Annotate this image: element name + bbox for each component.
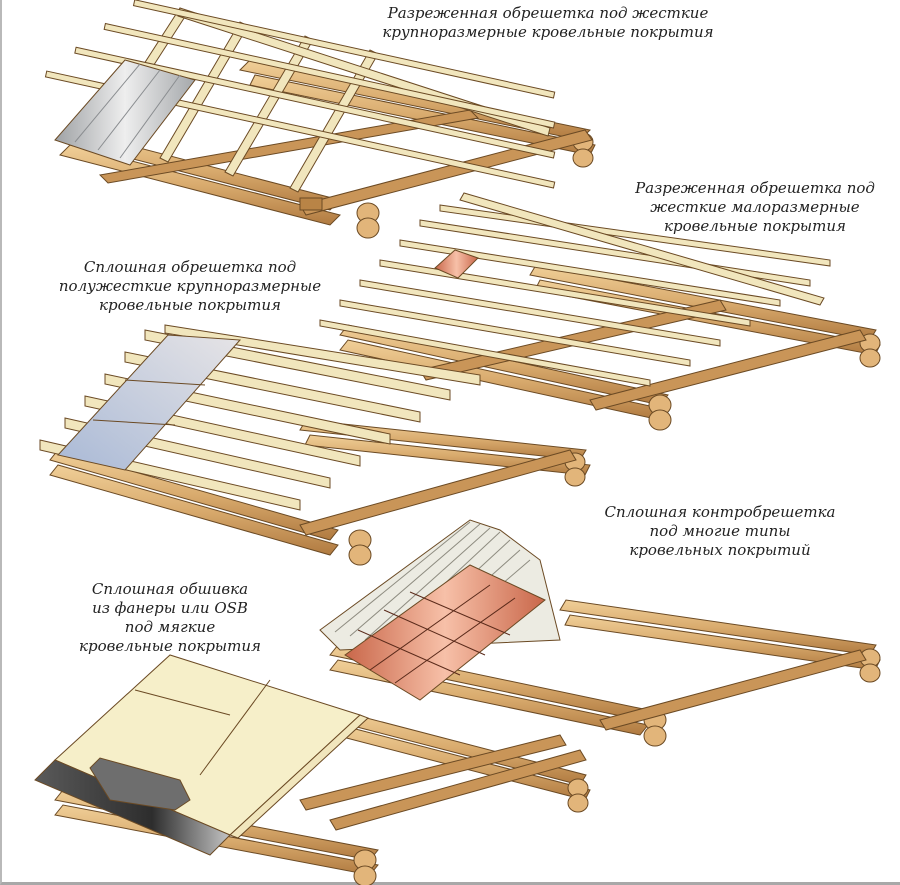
- caption-line: кровельные покрытия: [79, 637, 261, 655]
- panel-sparse-small: [319, 192, 881, 431]
- metal-tile: [344, 564, 546, 701]
- caption-line: под мягкие: [124, 618, 216, 636]
- caption-line: полужесткие крупноразмерные: [58, 277, 322, 295]
- tile-piece: [434, 249, 479, 279]
- caption-line: под многие типы: [649, 522, 791, 540]
- caption-line: жесткие малоразмерные: [650, 198, 860, 216]
- caption-sparse-small: Разреженная обрешетка под жесткие малора…: [620, 179, 890, 236]
- panel-sparse-large: [44, 0, 596, 239]
- caption-line: Разреженная обрешетка под жесткие: [387, 4, 709, 22]
- panel-solid-semi-rigid: [39, 324, 591, 566]
- caption-plywood-osb: Сплошная обшивка из фанеры или OSB под м…: [60, 580, 280, 656]
- caption-sparse-large: Разреженная обрешетка под жесткие крупно…: [378, 4, 718, 42]
- caption-counter-lathing: Сплошная контробрешетка под многие типы …: [595, 503, 845, 560]
- caption-solid-semi-rigid: Сплошная обрешетка под полужесткие крупн…: [55, 258, 325, 315]
- caption-line: кровельные покрытия: [664, 217, 846, 235]
- caption-line: кровельные покрытия: [99, 296, 281, 314]
- caption-line: из фанеры или OSB: [92, 599, 248, 617]
- caption-line: Сплошная контробрешетка: [604, 503, 836, 521]
- caption-line: Сплошная обшивка: [91, 580, 249, 598]
- laths: [319, 192, 831, 387]
- corrugated-sheet: [54, 59, 196, 166]
- caption-line: кровельных покрытий: [629, 541, 811, 559]
- flat-sheets: [57, 334, 242, 471]
- caption-line: крупноразмерные кровельные покрытия: [382, 23, 714, 41]
- caption-line: Сплошная обрешетка под: [83, 258, 297, 276]
- floor-beams: [98, 109, 593, 216]
- panel-plywood-osb: [34, 654, 591, 885]
- caption-line: Разреженная обрешетка под: [635, 179, 875, 197]
- panel-counter-lathing: [319, 519, 881, 747]
